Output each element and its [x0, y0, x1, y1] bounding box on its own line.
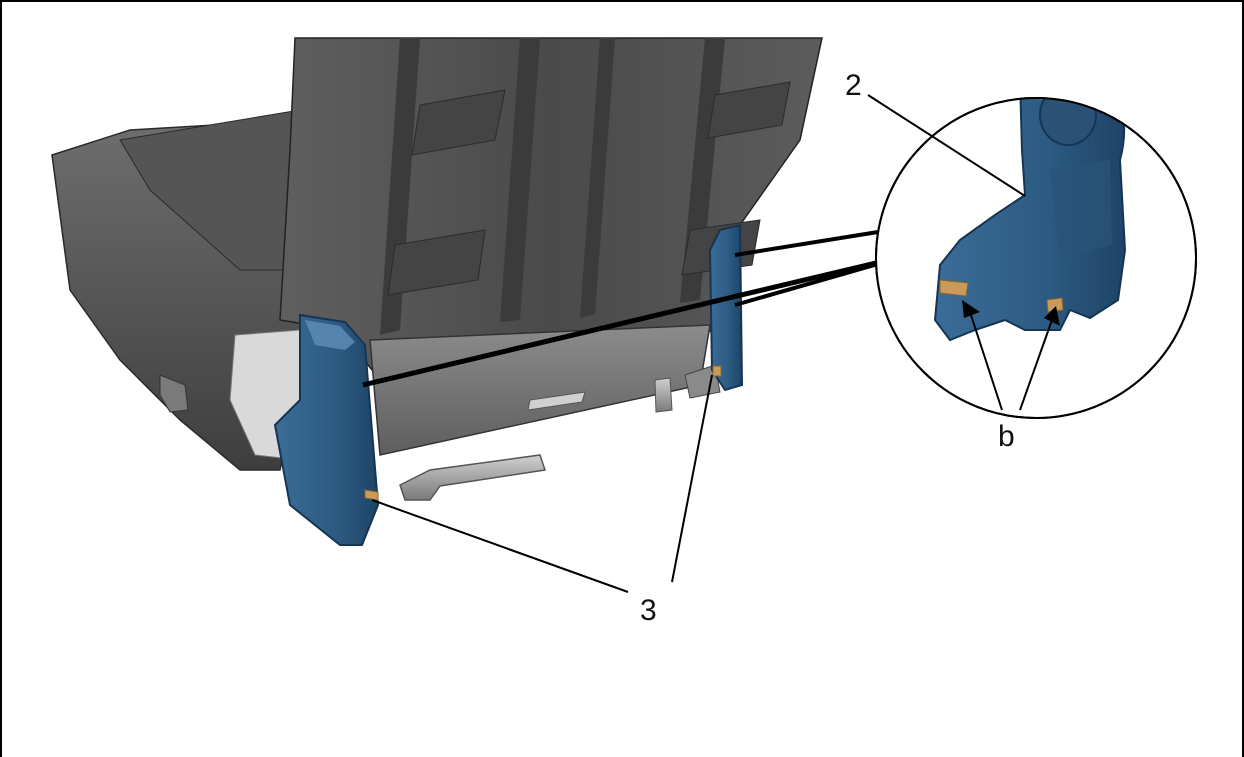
- seat-illustration: [51, 37, 823, 546]
- callout-label-b: b: [998, 420, 1015, 453]
- seat-cushion-top: [119, 109, 301, 271]
- seat-back-recess-right-upper: [707, 81, 791, 139]
- seat-back-channel-3: [580, 38, 615, 317]
- magnified-detail: [875, 97, 1197, 419]
- seat-latch-right: [684, 364, 721, 399]
- detail-clip-2: [1046, 297, 1064, 313]
- arrow-head-b-right: [1044, 306, 1060, 326]
- cover-left-highlight: [305, 320, 355, 350]
- seat-back-recess-left-lower: [387, 229, 486, 296]
- bracket-hole: [1039, 98, 1097, 146]
- callout-label-2: 2: [845, 69, 862, 102]
- arrow-head-b-left: [962, 300, 980, 318]
- clip-right: [712, 365, 722, 377]
- seat-back-channel-2: [500, 38, 540, 322]
- cover-right: [708, 223, 744, 392]
- seat-mount-bracket: [159, 374, 189, 413]
- seat-release-handle: [399, 454, 546, 501]
- callout-3: 3: [371, 374, 713, 627]
- magnifier-leaders: [362, 230, 886, 388]
- seat-leg-right: [654, 377, 673, 413]
- bracket-highlight: [1030, 98, 1090, 100]
- callout-2: 2: [845, 69, 1026, 197]
- seat-back-recess-left-upper: [411, 89, 506, 156]
- seat-frame-slot: [527, 391, 586, 411]
- seat-back-channel-1: [380, 38, 420, 335]
- bracket-inner-face: [1050, 160, 1112, 260]
- cover-left: [273, 313, 380, 546]
- detail-clip-1: [939, 279, 969, 297]
- callout-label-3: 3: [640, 594, 657, 627]
- callout-b: b: [962, 300, 1060, 453]
- clip-left: [364, 489, 379, 501]
